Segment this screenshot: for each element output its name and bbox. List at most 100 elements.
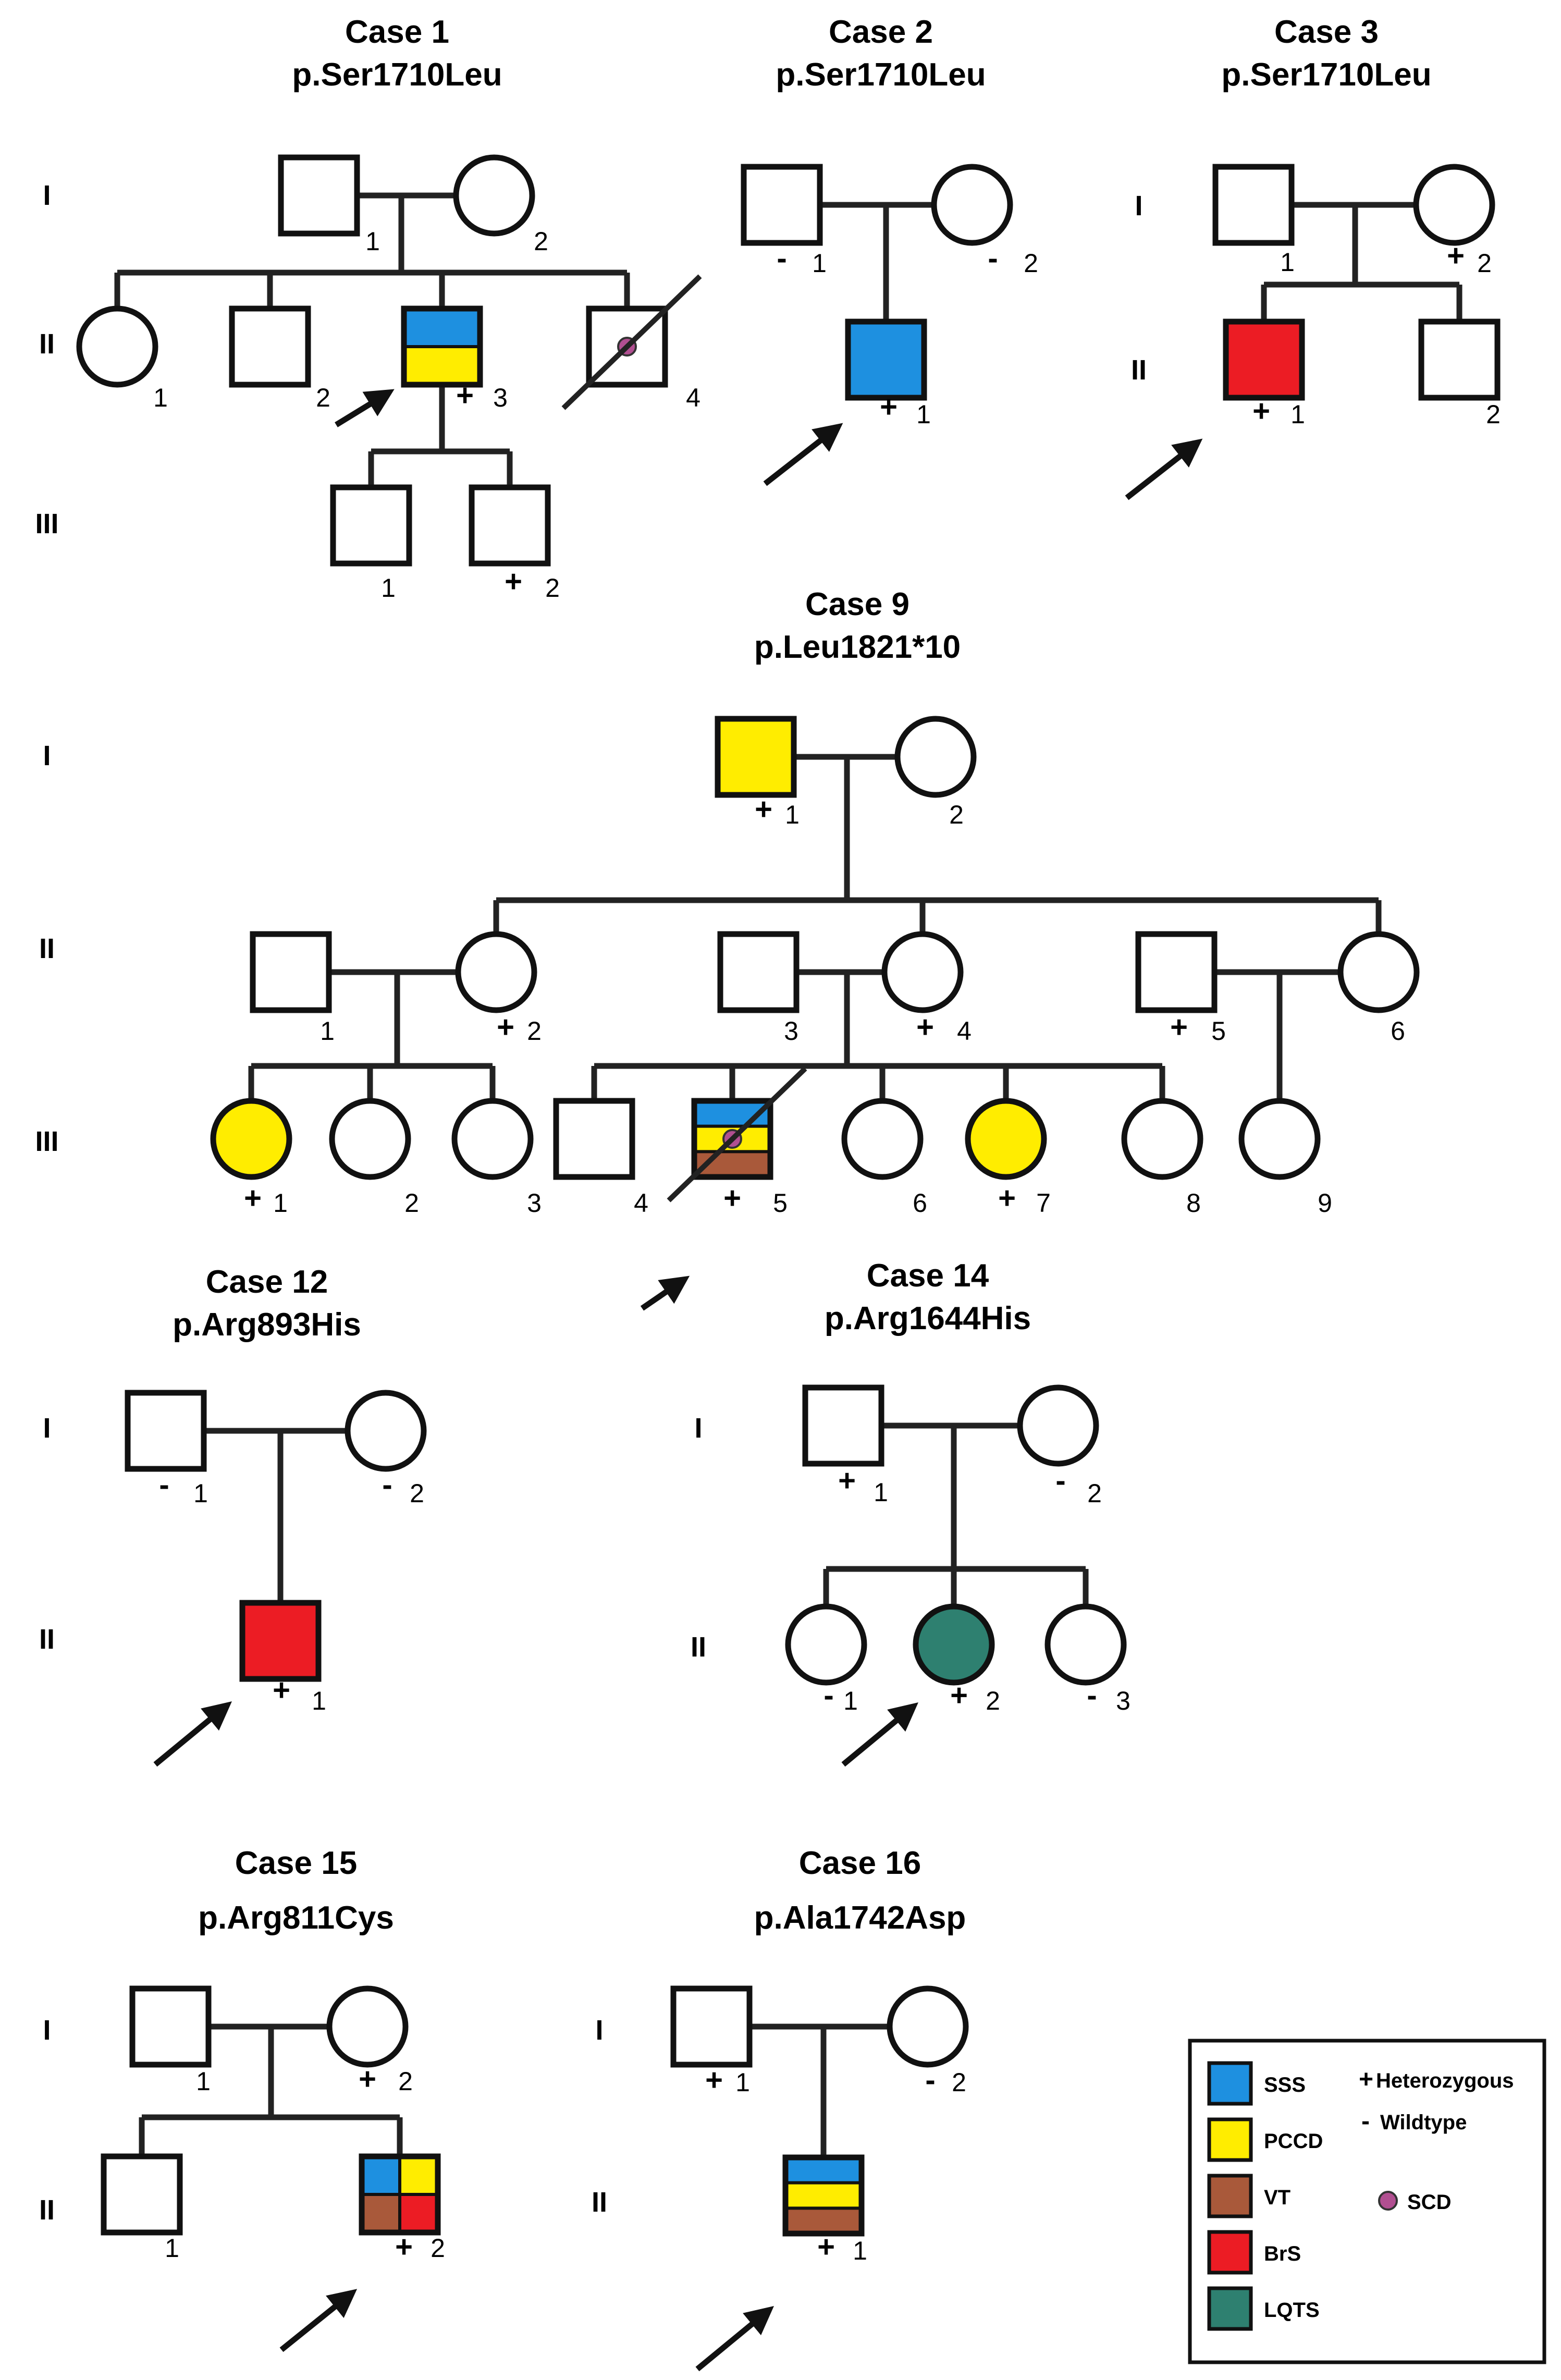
genotype-mark: + — [838, 1464, 856, 1498]
case1-generation-label: I — [43, 180, 51, 211]
genotype-mark: + — [497, 1010, 514, 1044]
case2-variant: p.Ser1710Leu — [776, 57, 986, 93]
deceased-slash — [561, 274, 702, 410]
genotype-mark: + — [755, 792, 772, 826]
individual-number: 1 — [165, 2234, 179, 2263]
male-symbol-case12-II-1: +1 — [153, 1600, 326, 1767]
individual-number: 1 — [381, 573, 396, 603]
individual-number: 6 — [1391, 1016, 1405, 1046]
proband-arrow — [763, 423, 843, 486]
individual-number: 5 — [1211, 1016, 1226, 1046]
genotype-mark: + — [1170, 1010, 1188, 1044]
individual-number: 1 — [1290, 400, 1305, 429]
genotype-mark: - — [823, 1678, 833, 1712]
male-symbol-case2-II-1: +1 — [763, 318, 931, 486]
genotype-mark: + — [1252, 394, 1270, 428]
female-symbol-case14-II-2: +2 — [841, 1603, 1000, 1767]
genotype-mark: + — [817, 2230, 835, 2264]
male-symbol-case1-III-1: 1 — [330, 484, 412, 603]
individual-number: 2 — [404, 1188, 419, 1218]
legend-swatch-sss — [1207, 2061, 1253, 2106]
legend-swatch-brs — [1207, 2230, 1253, 2275]
genotype-mark: + — [395, 2230, 413, 2264]
female-symbol-case14-II-1: -1 — [785, 1603, 867, 1715]
proband-arrow — [153, 1701, 232, 1767]
case9-generation-label: II — [39, 933, 55, 964]
individual-number: 2 — [398, 2067, 413, 2096]
male-symbol-case1-I-1: 1 — [278, 154, 380, 256]
pedigree-case2: Case 2p.Ser1710Leu-1-2+1 — [741, 14, 1038, 486]
legend-label-brs: BrS — [1264, 2242, 1301, 2265]
male-symbol-case9-II-1: 1 — [250, 931, 335, 1046]
genotype-mark: + — [505, 565, 522, 598]
case1-variant: p.Ser1710Leu — [292, 57, 502, 93]
legend-swatch-lqts — [1207, 2286, 1253, 2331]
genotype-mark: + — [456, 378, 474, 412]
individual-number: 9 — [1318, 1188, 1332, 1218]
case9-variant: p.Leu1821*10 — [754, 629, 961, 665]
male-symbol-case9-III-4: 4 — [553, 1098, 648, 1218]
individual-number: 1 — [196, 2067, 211, 2096]
male-symbol-case14-I-1: +1 — [802, 1384, 888, 1507]
female-symbol-case9-I-2: 2 — [894, 716, 977, 829]
female-symbol-case9-III-1: +1 — [210, 1098, 292, 1218]
male-symbol-case16-I-1: +1 — [670, 1985, 753, 2097]
individual-number: 3 — [493, 383, 508, 412]
genotype-mark: + — [880, 390, 898, 424]
male-symbol-case15-I-1: 1 — [129, 1985, 212, 2096]
individual-number: 4 — [957, 1016, 972, 1046]
female-symbol-case16-I-2: -2 — [887, 1985, 969, 2097]
legend-scd-label: SCD — [1407, 2191, 1451, 2214]
case12-generation-label: I — [43, 1413, 51, 1444]
female-symbol-case9-II-4: +4 — [881, 931, 972, 1046]
case16-variant: p.Ala1742Asp — [754, 1900, 966, 1936]
case1-generation-label: II — [39, 328, 55, 360]
individual-number: 4 — [686, 383, 700, 412]
individual-number: 4 — [634, 1188, 648, 1218]
individual-number: 1 — [874, 1478, 888, 1507]
case15-title: Case 15 — [235, 1845, 357, 1881]
genotype-mark: - — [777, 241, 786, 275]
female-symbol-case9-III-8: 8 — [1121, 1098, 1203, 1218]
individual-number: 2 — [949, 800, 964, 829]
genotype-mark: - — [159, 1468, 169, 1502]
individual-number: 1 — [735, 2068, 750, 2097]
genotype-mark: + — [916, 1010, 934, 1044]
case9-generation-label: III — [35, 1126, 58, 1157]
legend-label-lqts: LQTS — [1264, 2299, 1320, 2322]
female-symbol-case3-I-2: +2 — [1413, 164, 1495, 278]
male-symbol-case15-II-2: +2 — [279, 2153, 445, 2352]
individual-number: 3 — [1116, 1686, 1130, 1715]
male-symbol-case12-I-1: -1 — [125, 1390, 208, 1508]
male-symbol-case1-III-2: +2 — [469, 484, 560, 603]
female-symbol-case14-I-2: -2 — [1017, 1384, 1102, 1508]
male-symbol-case9-II-3: 3 — [717, 931, 800, 1046]
individual-number: 1 — [812, 249, 827, 278]
male-symbol-case1-II-4: 4 — [561, 274, 702, 412]
proband-arrow — [1125, 438, 1203, 500]
genotype-mark: + — [359, 2062, 376, 2096]
legend-wildtype-symbol: - — [1361, 2107, 1370, 2135]
proband-arrow — [841, 1702, 918, 1767]
genotype-mark: + — [998, 1181, 1016, 1215]
legend-label-sss: SSS — [1264, 2074, 1306, 2096]
individual-number: 1 — [312, 1686, 326, 1715]
case9-generation-label: I — [43, 740, 51, 771]
male-symbol-case1-II-3: +3 — [335, 305, 508, 427]
individual-number: 2 — [1486, 400, 1501, 429]
individual-number: 1 — [1280, 248, 1295, 277]
individual-number: 2 — [1477, 249, 1492, 278]
female-symbol-case2-I-2: -2 — [931, 164, 1038, 278]
individual-number: 2 — [410, 1479, 424, 1508]
genotype-mark: + — [1447, 239, 1465, 273]
case16-generation-label: II — [592, 2187, 607, 2218]
individual-number: 2 — [534, 227, 548, 256]
case1-generation-label: III — [35, 508, 58, 539]
